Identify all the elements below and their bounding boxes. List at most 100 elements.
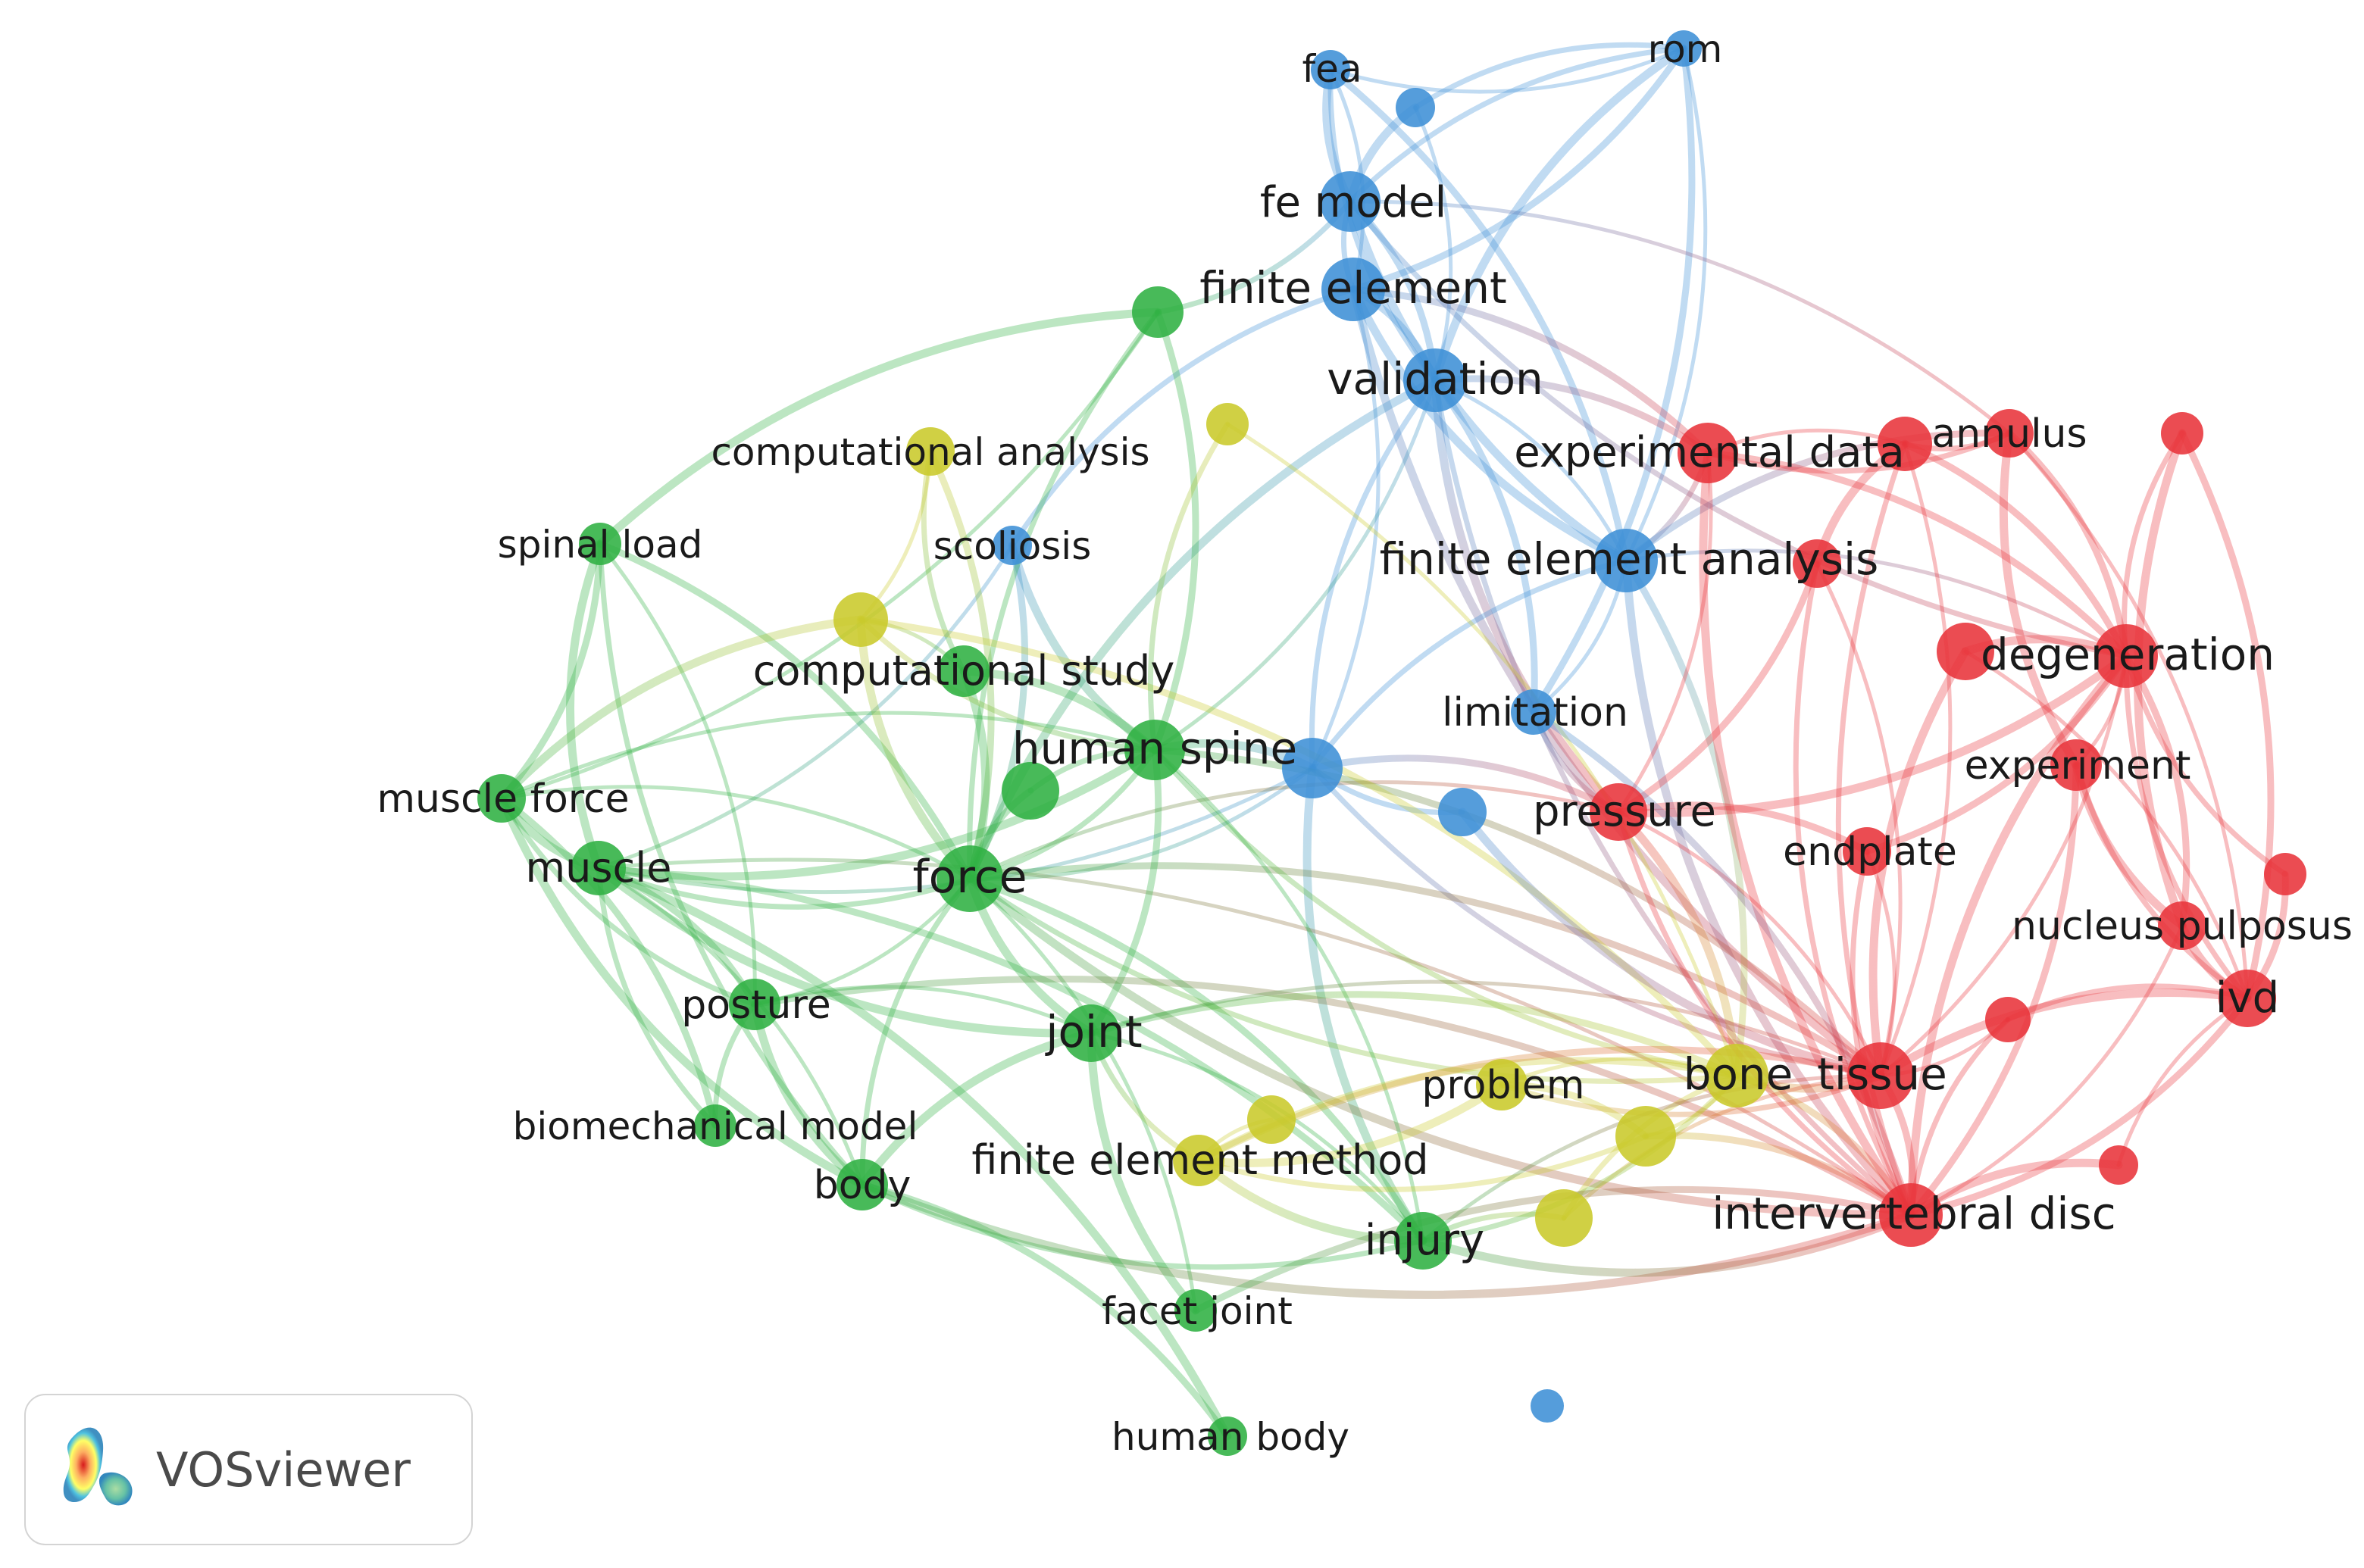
- node-red-u6[interactable]: [1985, 997, 2031, 1042]
- node-label-human-spine: human spine: [1012, 723, 1297, 774]
- node-yellow-u5[interactable]: [1535, 1189, 1593, 1247]
- node-joint[interactable]: [1062, 1004, 1120, 1062]
- network-link-problem-bone: [1499, 1057, 1739, 1087]
- node-annulus[interactable]: [1985, 409, 2034, 458]
- network-link-finite-element-fea-analysis: [1349, 285, 1631, 565]
- node-biomechanical-model[interactable]: [694, 1104, 736, 1147]
- node-red-u7[interactable]: [2099, 1145, 2138, 1185]
- network-link-bone-pressure: [1614, 807, 1741, 1080]
- network-link-fea-analysis-annulus: [1622, 429, 2013, 564]
- node-body[interactable]: [836, 1159, 888, 1210]
- network-link-green-u1-force: [967, 309, 1161, 882]
- node-label-pressure: pressure: [1533, 787, 1716, 836]
- network-link-human-spine-injury: [1152, 748, 1425, 1243]
- node-yellow-u4[interactable]: [1615, 1106, 1676, 1167]
- node-rom[interactable]: [1665, 30, 1702, 67]
- network-link-experimental-data-degeneration: [1704, 449, 2130, 660]
- network-link-muscle-biomechanical-model: [596, 865, 718, 1129]
- node-yellow-u2[interactable]: [1206, 403, 1249, 445]
- node-limitation[interactable]: [1511, 689, 1556, 735]
- node-experiment[interactable]: [2050, 739, 2102, 791]
- node-fem[interactable]: [1173, 1135, 1224, 1186]
- node-intervertebral-disc[interactable]: [1879, 1183, 1943, 1247]
- node-fea-analysis[interactable]: [1594, 529, 1658, 592]
- network-link-red-u2-ivd: [2178, 429, 2275, 1002]
- network-link-validation-blue-hub: [1309, 377, 1438, 771]
- node-label-fea-analysis: finite element analysis: [1380, 533, 1879, 585]
- network-link-computational-analysis-computational-study: [921, 448, 967, 674]
- network-link-yellow-u1-muscle-force: [497, 615, 865, 803]
- vosviewer-brand-text: VOSviewer: [156, 1441, 411, 1498]
- node-scoliosis[interactable]: [993, 526, 1032, 565]
- node-red-u3[interactable]: [1793, 539, 1841, 588]
- node-muscle[interactable]: [571, 841, 626, 895]
- node-yellow-u1[interactable]: [833, 592, 888, 647]
- node-label-spinal-load: spinal load: [498, 523, 703, 567]
- node-red-u4[interactable]: [1937, 623, 1994, 680]
- node-computational-study[interactable]: [938, 645, 990, 697]
- node-nucleus-pulposus[interactable]: [2158, 901, 2206, 950]
- node-blue-u2[interactable]: [1438, 788, 1487, 836]
- network-link-muscle-force-posture: [499, 795, 758, 1007]
- node-label-body: body: [814, 1163, 912, 1208]
- node-label-problem: problem: [1421, 1063, 1584, 1108]
- network-link-experimental-data-intervertebral-disc: [1699, 448, 1915, 1220]
- node-ivd[interactable]: [2219, 970, 2276, 1027]
- network-link-finite-element-scoliosis: [1009, 286, 1356, 548]
- node-blue-hub[interactable]: [1282, 738, 1343, 798]
- node-green-u2[interactable]: [1002, 762, 1059, 820]
- node-problem[interactable]: [1476, 1059, 1528, 1110]
- node-pressure[interactable]: [1590, 783, 1647, 841]
- network-link-spinal-load-posture: [598, 542, 757, 1007]
- node-injury[interactable]: [1394, 1212, 1452, 1270]
- node-degeneration[interactable]: [2094, 624, 2158, 688]
- network-link-rom-blue-u1: [1412, 42, 1687, 111]
- network-link-finite-element-experimental-data: [1349, 286, 1712, 457]
- node-label-posture: posture: [681, 982, 831, 1028]
- network-link-red-u3-tissue: [1815, 561, 1903, 1078]
- network-link-endplate-intervertebral-disc: [1850, 848, 1914, 1218]
- network-link-degeneration-ivd: [2123, 653, 2250, 1001]
- network-link-computational-analysis-force: [927, 448, 995, 882]
- node-fea[interactable]: [1311, 50, 1350, 89]
- node-muscle-force[interactable]: [477, 774, 526, 823]
- network-link-blue-u2-tissue: [1458, 807, 1885, 1080]
- node-facet-joint[interactable]: [1174, 1289, 1217, 1332]
- network-link-experimental-data-pressure: [1616, 451, 1713, 814]
- network-link-fe-model-annulus: [1348, 199, 2012, 436]
- vosviewer-density-logo-icon: [63, 1427, 133, 1506]
- network-link-rom-limitation: [1530, 45, 1696, 716]
- node-endplate[interactable]: [1843, 827, 1891, 876]
- network-link-joint-body: [858, 1029, 1096, 1189]
- node-red-u1[interactable]: [1878, 417, 1932, 471]
- node-red-u5[interactable]: [2264, 853, 2306, 895]
- network-link-pressure-intervertebral-disc: [1615, 809, 1914, 1218]
- node-computational-analysis[interactable]: [906, 427, 955, 476]
- node-human-spine[interactable]: [1124, 720, 1185, 780]
- node-label-annulus: annulus: [1931, 411, 2087, 457]
- node-blue-u3[interactable]: [1531, 1389, 1564, 1423]
- node-validation[interactable]: [1403, 348, 1467, 412]
- node-force[interactable]: [937, 845, 1003, 912]
- network-link-blue-hub-injury: [1302, 764, 1427, 1245]
- node-red-u2[interactable]: [2161, 412, 2203, 454]
- node-experimental-data[interactable]: [1678, 423, 1738, 483]
- node-fe-model[interactable]: [1320, 171, 1381, 232]
- node-green-u1[interactable]: [1132, 286, 1184, 338]
- network-link-annulus-ivd: [2007, 431, 2250, 1001]
- network-link-blue-hub-pressure: [1309, 754, 1622, 816]
- node-posture[interactable]: [729, 979, 780, 1030]
- node-yellow-u3[interactable]: [1247, 1095, 1296, 1144]
- node-tissue[interactable]: [1847, 1042, 1914, 1109]
- node-blue-u1[interactable]: [1396, 88, 1435, 127]
- node-label-human-body: human body: [1112, 1415, 1349, 1459]
- node-label-biomechanical-model: biomechanical model: [513, 1104, 918, 1148]
- network-link-fea-analysis-blue-hub: [1309, 558, 1629, 771]
- node-finite-element[interactable]: [1321, 258, 1385, 321]
- network-link-yellow-u1-human-spine: [858, 617, 1158, 753]
- network-link-posture-intervertebral-disc: [751, 975, 1915, 1219]
- node-human-body[interactable]: [1208, 1417, 1247, 1456]
- network-link-rom-validation: [1431, 44, 1688, 385]
- node-spinal-load[interactable]: [579, 523, 621, 565]
- node-bone[interactable]: [1705, 1044, 1768, 1107]
